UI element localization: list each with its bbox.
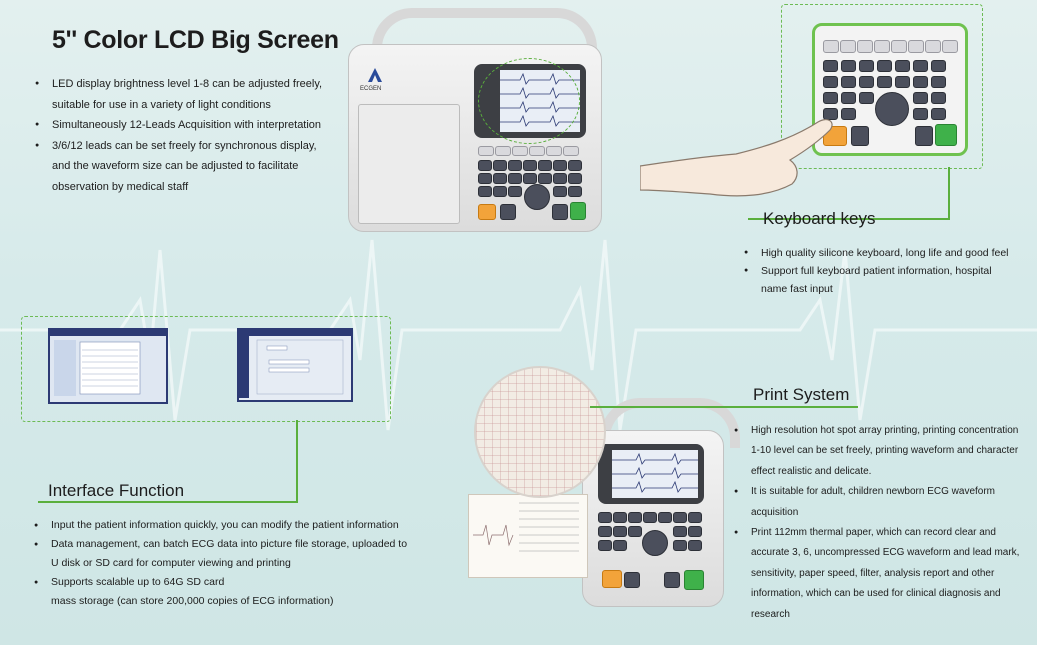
print-bullet-list: High resolution hot spot array printing,… [734,421,1034,625]
keyboard-section-title: Keyboard keys [763,209,876,228]
keyboard-title-underline [748,218,950,220]
interface-dashed-frame [21,316,391,422]
device-keys [478,146,588,226]
brand-logo-icon [366,66,384,84]
paper-grid-magnifier [474,366,606,498]
lcd-bullet: LED display brightness level 1-8 can be … [35,74,355,115]
keyboard-bullet: Support full keyboard patient informatio… [744,262,1034,298]
screen-highlight-circle [478,58,580,144]
printer-keys [598,512,708,600]
print-bullet: Print 112mm thermal paper, which can rec… [734,523,1034,625]
print-title-underline [590,406,858,408]
interface-bullet: Input the patient information quickly, y… [34,516,414,535]
lcd-bullet: Simultaneously 12-Leads Acquisition with… [35,115,355,136]
lcd-section-title: 5'' Color LCD Big Screen [52,26,339,54]
keypad-closeup-image [812,23,968,156]
interface-connector-line [296,420,298,502]
lcd-bullet-list: LED display brightness level 1-8 can be … [35,74,355,197]
printout-paper [468,494,588,578]
device-handle [372,8,597,78]
interface-bullet: Data management, can batch ECG data into… [34,535,414,573]
keyboard-bullet: High quality silicone keyboard, long lif… [744,244,1034,262]
print-bullet: It is suitable for adult, children newbo… [734,482,1034,523]
lcd-bullet: 3/6/12 leads can be set freely for synch… [35,136,355,198]
interface-section-title: Interface Function [48,481,185,500]
printer-screen [612,450,698,498]
interface-screenshot-form [237,328,353,402]
print-bullet: High resolution hot spot array printing,… [734,421,1034,482]
interface-bullet-list: Input the patient information quickly, y… [34,516,414,611]
interface-bullet: Supports scalable up to 64G SD cardmass … [34,573,414,611]
brand-label: ECGEN [360,86,382,92]
keyboard-bullet-list: High quality silicone keyboard, long lif… [744,244,1034,298]
interface-title-underline [38,501,298,503]
paper-door [358,104,460,224]
keyboard-connector-line [948,167,950,219]
pointing-hand-image [640,118,833,197]
interface-screenshot-list [48,328,168,404]
keyboard-dashed-frame [781,4,983,169]
print-section-title: Print System [753,385,850,404]
